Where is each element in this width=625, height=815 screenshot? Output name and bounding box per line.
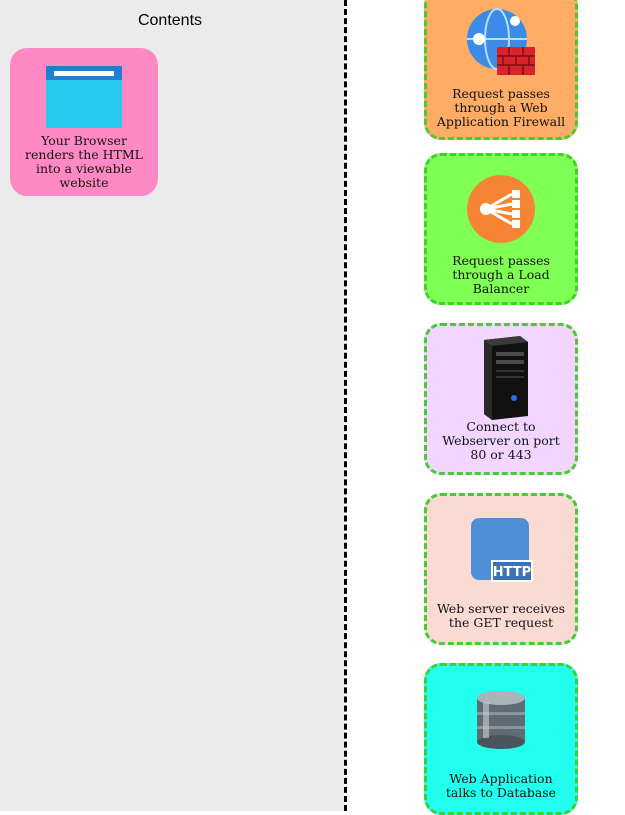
browser-window-icon bbox=[46, 66, 122, 128]
database-node[interactable]: Web Application talks to Database bbox=[424, 663, 578, 815]
database-label: Web Application talks to Database bbox=[445, 771, 557, 800]
waf-node[interactable]: Request passes through a Web Application… bbox=[424, 0, 578, 140]
load-balancer-icon bbox=[467, 175, 535, 243]
waf-label: Request passes through a Web Application… bbox=[436, 86, 566, 129]
http-file-icon: HTTP bbox=[471, 518, 533, 582]
load-balancer-label: Request passes through a Load Balancer bbox=[452, 253, 550, 296]
contents-title: Contents bbox=[137, 12, 203, 29]
swimlane-divider bbox=[344, 0, 347, 811]
web-firewall-icon bbox=[467, 8, 535, 75]
get-request-node[interactable]: HTTP Web server receives the GET request bbox=[424, 493, 578, 645]
browser-render-node[interactable]: Your Browser renders the HTML into a vie… bbox=[10, 48, 158, 196]
server-tower-icon bbox=[484, 336, 528, 420]
get-request-label: Web server receives the GET request bbox=[436, 601, 566, 630]
webserver-node[interactable]: Connect to Webserver on port 80 or 443 bbox=[424, 323, 578, 475]
database-icon bbox=[477, 691, 525, 749]
load-balancer-node[interactable]: Request passes through a Load Balancer bbox=[424, 153, 578, 305]
webserver-label: Connect to Webserver on port 80 or 443 bbox=[442, 419, 560, 462]
svg-text:HTTP: HTTP bbox=[493, 565, 531, 580]
browser-render-label: Your Browser renders the HTML into a vie… bbox=[25, 133, 143, 190]
